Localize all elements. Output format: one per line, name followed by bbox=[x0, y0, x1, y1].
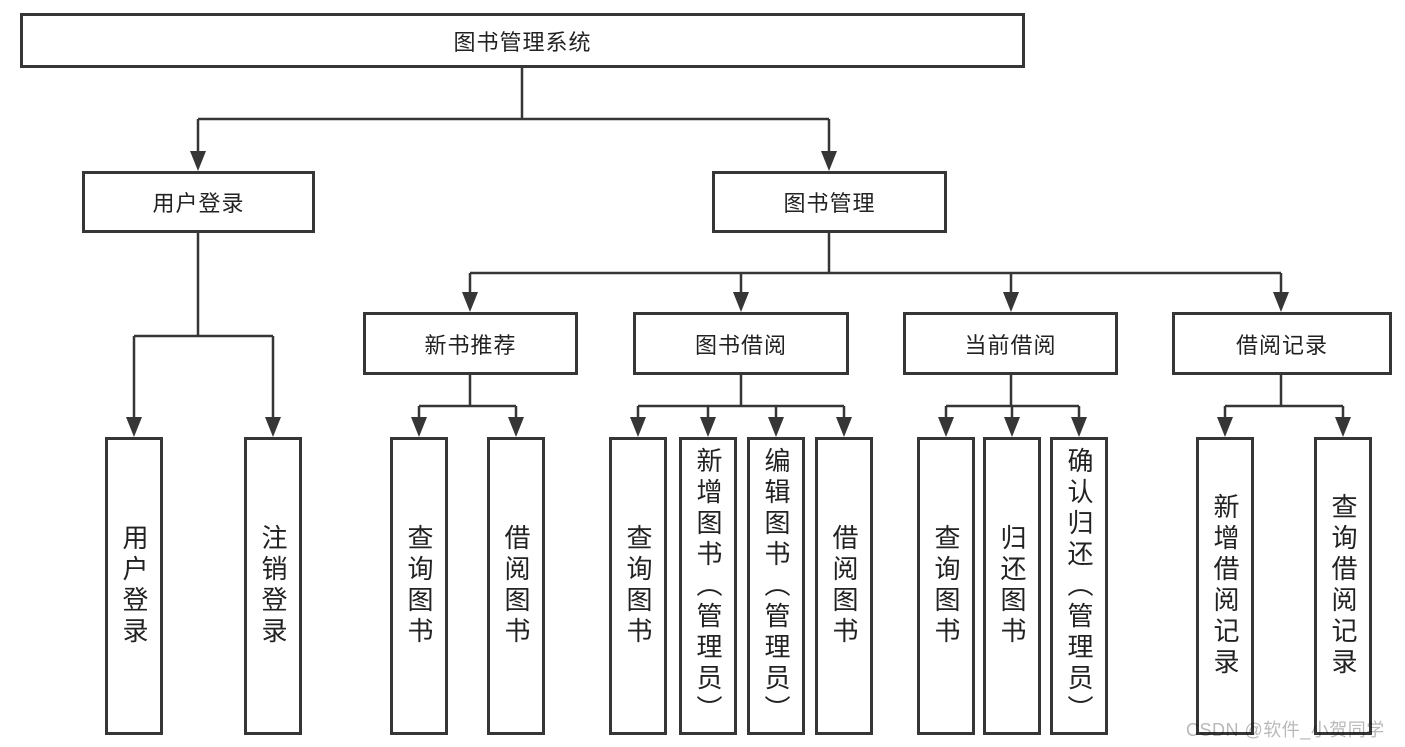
arrowhead-icon bbox=[265, 417, 281, 437]
arrowhead-icon bbox=[836, 417, 852, 437]
leaf-borrow-books-recommend: 借阅图书 bbox=[487, 437, 545, 735]
arrowhead-icon bbox=[1217, 417, 1233, 437]
node-current-borrowing: 当前借阅 bbox=[903, 312, 1118, 375]
connector-current-borrowing-to-leaves bbox=[944, 375, 1081, 420]
arrowhead-icon bbox=[411, 417, 427, 437]
node-user-login-branch: 用户登录 bbox=[82, 171, 315, 233]
leaf-query-books-current: 查询图书 bbox=[917, 437, 975, 735]
arrowhead-icon bbox=[821, 151, 837, 171]
leaf-add-books-admin: 新增图书（管理员） bbox=[679, 437, 737, 735]
arrowhead-icon bbox=[1335, 417, 1351, 437]
leaf-edit-books-admin: 编辑图书（管理员） bbox=[747, 437, 805, 735]
connector-book-borrowing-to-leaves bbox=[636, 375, 846, 420]
node-borrowing-records: 借阅记录 bbox=[1172, 312, 1392, 375]
connector-new-book-recommendation-to-leaves bbox=[417, 375, 518, 420]
leaf-confirm-return-admin: 确认归还（管理员） bbox=[1050, 437, 1108, 735]
arrowhead-icon bbox=[190, 151, 206, 171]
node-book-borrowing: 图书借阅 bbox=[633, 312, 849, 375]
leaf-query-books-recommend: 查询图书 bbox=[390, 437, 448, 735]
arrowhead-icon bbox=[768, 417, 784, 437]
connector-borrowing-records-to-leaves bbox=[1223, 375, 1345, 420]
arrowhead-icon bbox=[938, 417, 954, 437]
arrowhead-icon bbox=[700, 417, 716, 437]
leaf-query-books-borrowing: 查询图书 bbox=[609, 437, 667, 735]
connector-root-to-level2 bbox=[196, 68, 831, 154]
arrowhead-icon bbox=[1004, 417, 1020, 437]
arrowhead-icon bbox=[1071, 417, 1087, 437]
node-new-book-recommendation: 新书推荐 bbox=[363, 312, 578, 375]
arrowhead-icon bbox=[508, 417, 524, 437]
node-book-management-branch: 图书管理 bbox=[712, 171, 947, 233]
leaf-user-login: 用户登录 bbox=[105, 437, 163, 735]
arrowhead-icon bbox=[126, 417, 142, 437]
leaf-return-books: 归还图书 bbox=[983, 437, 1041, 735]
connector-book-management-to-level3 bbox=[468, 233, 1283, 294]
node-library-management-system: 图书管理系统 bbox=[20, 13, 1025, 68]
arrowhead-icon bbox=[1003, 292, 1019, 312]
arrowhead-icon bbox=[630, 417, 646, 437]
arrowhead-icon bbox=[1273, 292, 1289, 312]
connector-user-login-to-leaves bbox=[132, 233, 275, 420]
leaf-logout: 注销登录 bbox=[244, 437, 302, 735]
leaf-borrow-books-borrowing: 借阅图书 bbox=[815, 437, 873, 735]
leaf-add-borrow-record: 新增借阅记录 bbox=[1196, 437, 1254, 735]
arrowhead-icon bbox=[462, 292, 478, 312]
csdn-watermark: CSDN @软件_小贺同学 bbox=[1186, 720, 1385, 740]
arrowhead-icon bbox=[733, 292, 749, 312]
leaf-query-borrow-record: 查询借阅记录 bbox=[1314, 437, 1372, 735]
